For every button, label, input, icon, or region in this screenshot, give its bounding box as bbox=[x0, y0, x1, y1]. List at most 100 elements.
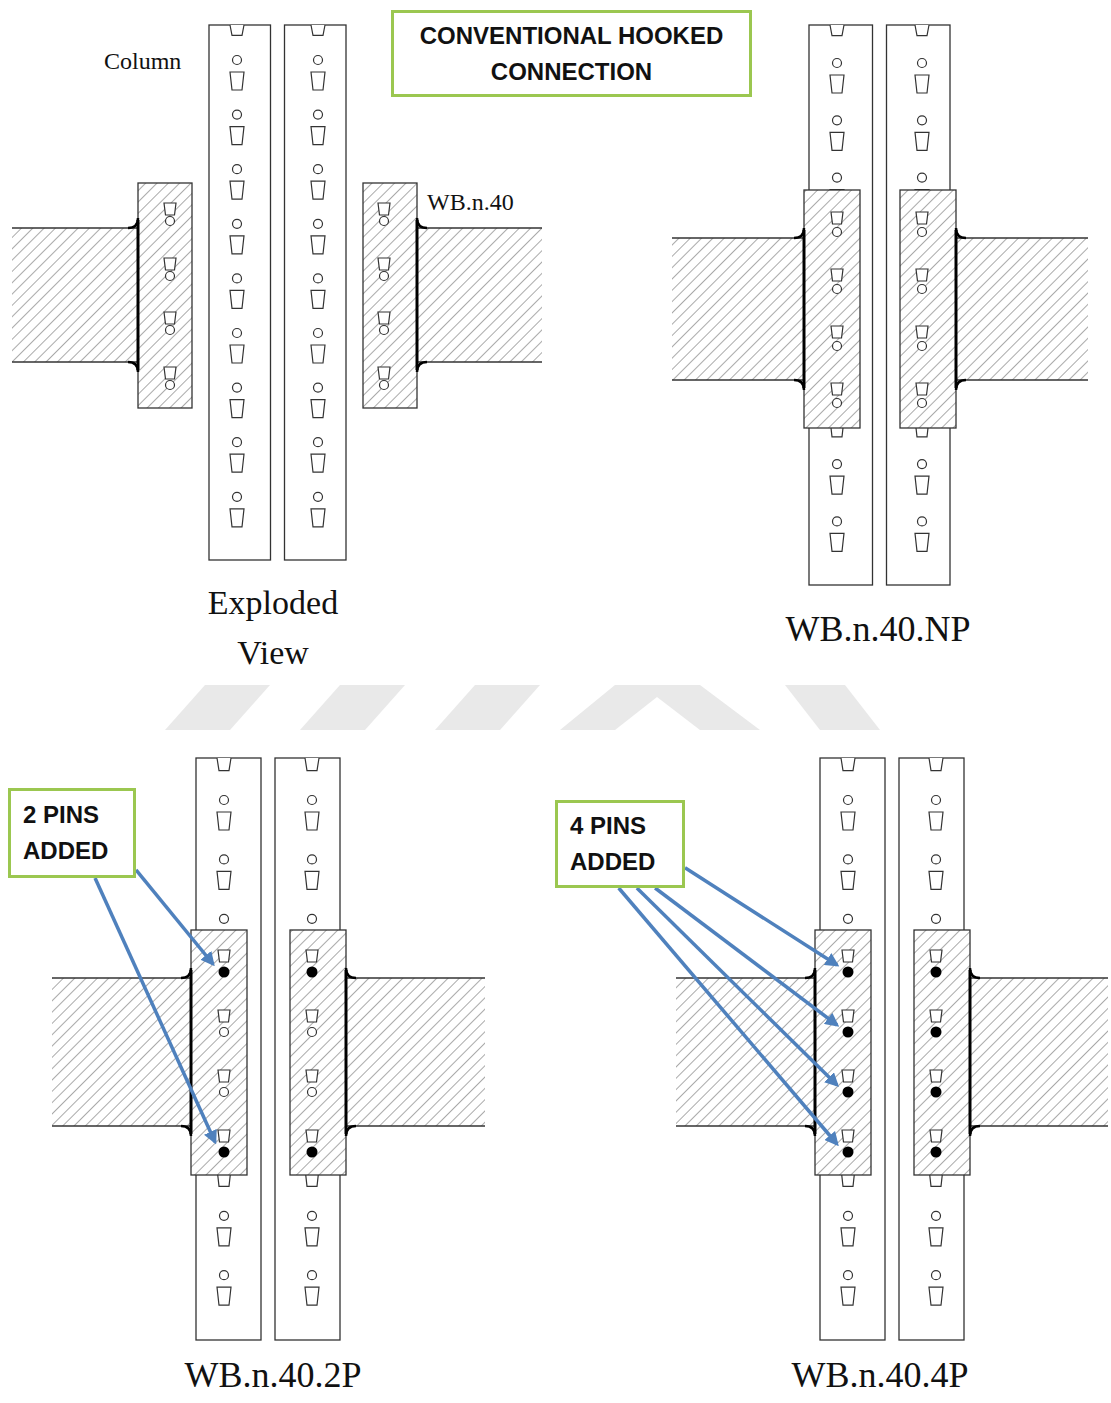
beam-edge bbox=[676, 1125, 815, 1126]
plate-hook bbox=[378, 258, 390, 270]
plate-hole bbox=[380, 381, 389, 390]
connector-plate bbox=[815, 930, 871, 1175]
pin-dot bbox=[307, 967, 318, 978]
column-slot bbox=[230, 509, 244, 527]
watermark-stroke bbox=[165, 685, 270, 730]
plate-hook bbox=[930, 1130, 942, 1142]
column-hole bbox=[844, 1211, 853, 1220]
plate-hook bbox=[831, 326, 843, 338]
connector-plate bbox=[138, 183, 192, 408]
plate-hook bbox=[378, 203, 390, 215]
column-hole bbox=[233, 438, 242, 447]
figure-label: WB.n.40.4P bbox=[750, 1356, 1010, 1396]
plate-hook bbox=[930, 950, 942, 962]
weld-fillet bbox=[970, 968, 980, 1136]
connector-plate bbox=[363, 183, 417, 408]
plate-hook bbox=[916, 269, 928, 281]
plate-hook bbox=[306, 1070, 318, 1082]
beam-edge bbox=[956, 237, 1088, 238]
column-hole bbox=[314, 56, 323, 65]
beam-edge bbox=[672, 237, 804, 238]
watermark bbox=[165, 685, 880, 730]
plate-hook bbox=[842, 950, 854, 962]
column-slot bbox=[915, 25, 929, 36]
weld bbox=[416, 220, 419, 370]
weld-fillet bbox=[346, 968, 356, 1136]
column-slot bbox=[217, 812, 231, 830]
column-slot bbox=[217, 871, 231, 889]
column-slot bbox=[830, 533, 844, 551]
column-hole bbox=[844, 914, 853, 923]
column-hole bbox=[932, 855, 941, 864]
column-slot bbox=[830, 25, 844, 36]
plate-hook bbox=[916, 326, 928, 338]
column-slot bbox=[841, 1287, 855, 1305]
weld bbox=[814, 970, 817, 1134]
connector-plate bbox=[804, 190, 860, 428]
column-slot bbox=[311, 290, 325, 308]
column-hole bbox=[932, 1271, 941, 1280]
column-hole bbox=[308, 914, 317, 923]
leader-arrow bbox=[619, 888, 837, 1144]
leader-arrow bbox=[95, 878, 215, 1142]
column-slot bbox=[311, 454, 325, 472]
beam-edge bbox=[346, 1125, 485, 1126]
column-hole bbox=[314, 110, 323, 119]
plate-hook bbox=[842, 1010, 854, 1022]
column-slot bbox=[305, 1287, 319, 1305]
weld bbox=[190, 970, 193, 1134]
column-hole bbox=[233, 165, 242, 174]
callout-box: 2 PINS ADDED bbox=[8, 788, 136, 878]
plate-hole bbox=[918, 342, 927, 351]
plate-hole bbox=[220, 1028, 229, 1037]
column-hole bbox=[918, 116, 927, 125]
column-hole bbox=[833, 116, 842, 125]
column-hole bbox=[308, 1211, 317, 1220]
column-hole bbox=[308, 1271, 317, 1280]
pin-dot bbox=[843, 967, 854, 978]
beam-edge bbox=[12, 227, 138, 228]
column-hole bbox=[233, 383, 242, 392]
plate-hole bbox=[166, 272, 175, 281]
column-hole bbox=[932, 796, 941, 805]
weld-fillet bbox=[181, 968, 191, 1136]
beam-edge bbox=[672, 379, 804, 380]
column-hole bbox=[918, 59, 927, 68]
plate-hole bbox=[833, 285, 842, 294]
column-hole bbox=[233, 56, 242, 65]
column-slot bbox=[929, 1287, 943, 1305]
watermark-stroke bbox=[435, 685, 540, 730]
watermark-stroke bbox=[785, 685, 880, 730]
weld-fillet bbox=[128, 218, 138, 372]
connector-plate bbox=[914, 930, 970, 1175]
beam-edge bbox=[417, 361, 542, 362]
beam-edge bbox=[417, 227, 542, 228]
column-hole bbox=[844, 796, 853, 805]
column-hole bbox=[220, 1271, 229, 1280]
connector-plate bbox=[191, 930, 247, 1175]
column-upright bbox=[209, 25, 271, 560]
beam-edge bbox=[52, 1125, 191, 1126]
column-slot bbox=[305, 1228, 319, 1246]
plate-hole bbox=[833, 342, 842, 351]
figure-label: Exploded View bbox=[178, 578, 368, 678]
column-hole bbox=[314, 329, 323, 338]
box-text: 2 PINS ADDED bbox=[23, 797, 121, 869]
column-slot bbox=[929, 758, 943, 771]
title-box: CONVENTIONAL HOOKED CONNECTION bbox=[391, 10, 752, 97]
beam bbox=[346, 978, 485, 1126]
column-hole bbox=[833, 173, 842, 182]
column-hole bbox=[314, 438, 323, 447]
beam-edge bbox=[52, 977, 191, 978]
pin-dot bbox=[931, 1027, 942, 1038]
plate-hook bbox=[930, 1070, 942, 1082]
column-hole bbox=[918, 460, 927, 469]
column-slot bbox=[841, 871, 855, 889]
column-hole bbox=[233, 219, 242, 228]
leader-arrow bbox=[685, 868, 837, 965]
column-upright bbox=[285, 25, 347, 560]
beam-edge bbox=[970, 1125, 1108, 1126]
